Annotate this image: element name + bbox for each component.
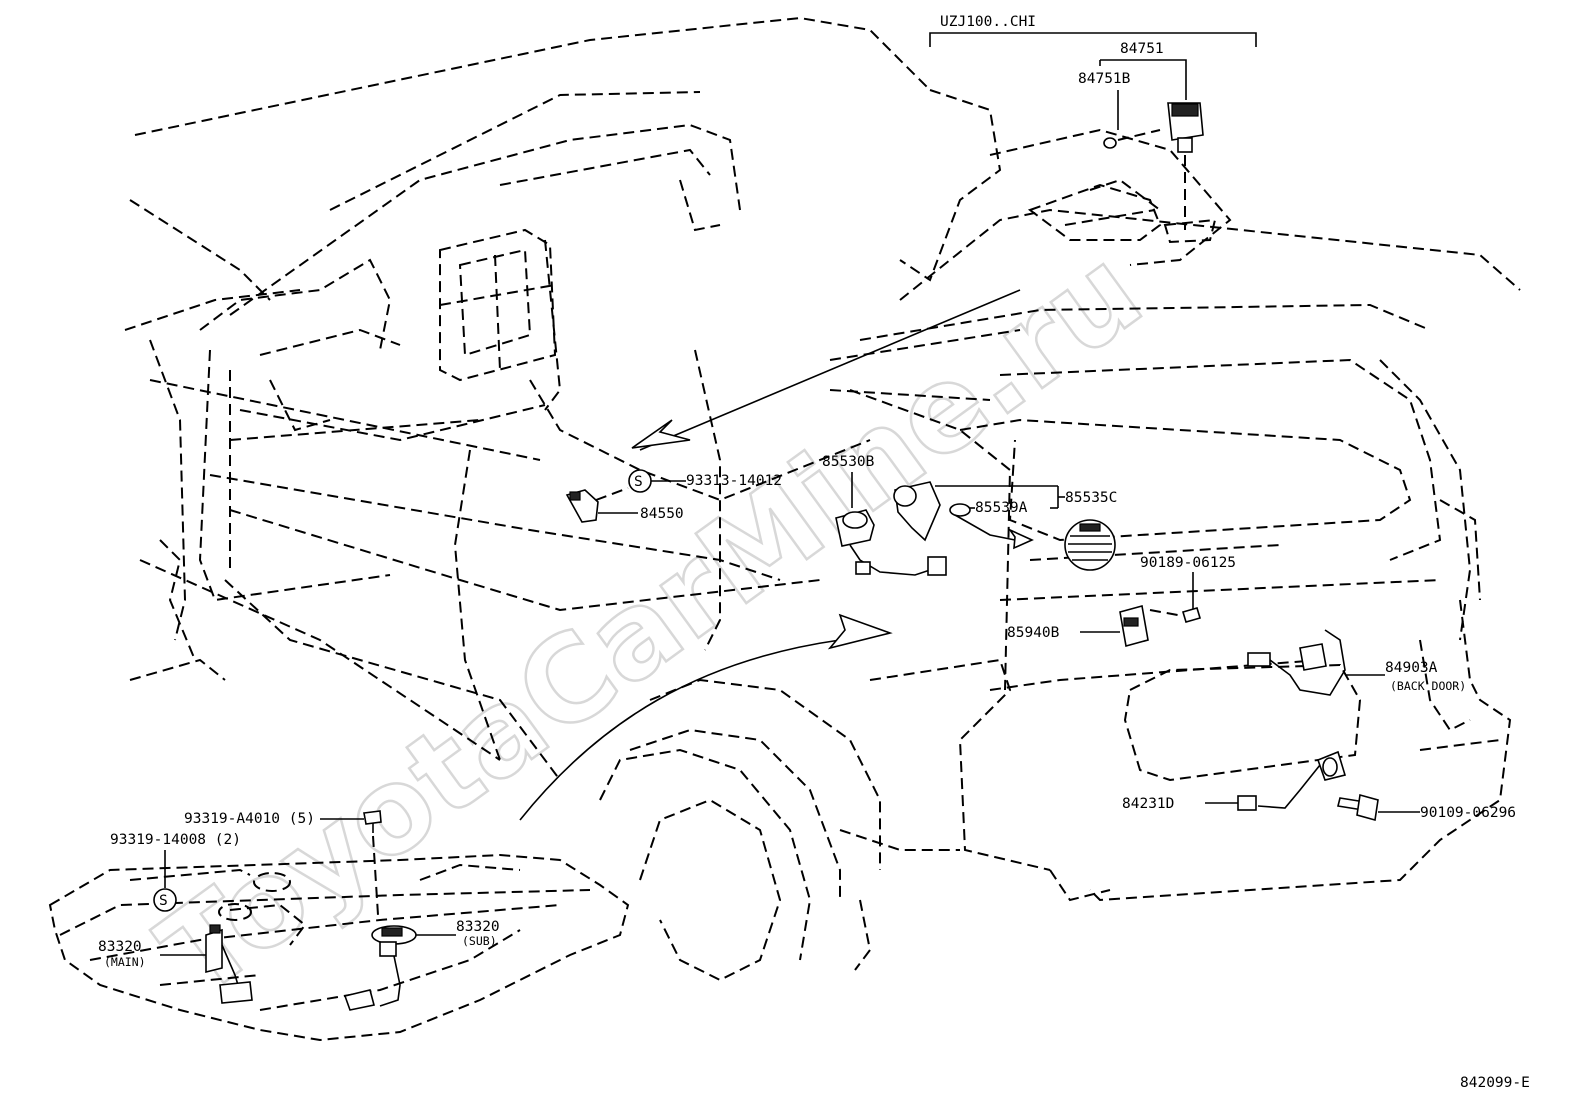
switch-84751-icon (1103, 102, 1204, 230)
arrow-heads (631, 419, 1034, 650)
s-marker-2: S (159, 893, 168, 909)
part-85530B: 85530B (822, 454, 875, 470)
part-93319-14008: 93319-14008 (2) (110, 832, 241, 848)
decal-icon (1064, 519, 1116, 571)
part-93313-14012: 93313-14012 (686, 473, 782, 489)
part-83320-sub: 83320 (456, 919, 500, 935)
part-84903A-note: (BACK DOOR) (1390, 679, 1466, 693)
part-93319-A4010: 93319-A4010 (5) (184, 811, 315, 827)
part-84231D-group: 84231D 90109-06296 (1122, 750, 1516, 822)
part-85940B: 85940B (1007, 625, 1060, 641)
s-marker: S (634, 474, 643, 490)
part-84751B: 84751B (1078, 71, 1131, 87)
part-84751: 84751 (1120, 41, 1164, 57)
vehicle-outline (124, 16, 1521, 982)
part-85940B-group: 90189-06125 85940B (1007, 555, 1236, 648)
variant-label: UZJ100..CHI (940, 14, 1036, 30)
part-85530B-group: 85530B (822, 454, 947, 576)
part-85535C: 85535C (1065, 490, 1117, 506)
variant-bracket: UZJ100..CHI 84751 84751B (929, 14, 1257, 130)
part-83320-sub-note: (SUB) (462, 934, 497, 948)
part-83320-sub-group: 83320 (SUB) (343, 919, 500, 1011)
part-83320-main-note: (MAIN) (104, 955, 146, 969)
part-84903A-group: 84903A (BACK DOOR) (1247, 629, 1466, 696)
arrow-head-icon (827, 613, 893, 650)
part-84550-group: S 93313-14012 84550 (565, 469, 782, 523)
figure-code: 842099-E (1460, 1075, 1530, 1091)
part-90189-06125: 90189-06125 (1140, 555, 1236, 571)
part-83320-main-group: 83320 (MAIN) (98, 924, 253, 1004)
arrow-head-icon (631, 419, 691, 449)
s-marker-icon (153, 888, 177, 912)
tank-fasteners: 93319-A4010 (5) 93319-14008 (2) S (110, 810, 382, 916)
part-84231D: 84231D (1122, 796, 1174, 812)
watermark-text: ToyotaCarMine.ru (135, 221, 1165, 1022)
part-85539A: 85539A (975, 500, 1028, 516)
part-84903A: 84903A (1385, 660, 1438, 676)
fuel-tank (48, 853, 630, 1042)
part-90109-06296: 90109-06296 (1420, 805, 1516, 821)
part-84550: 84550 (640, 506, 684, 522)
arrow-head-icon (1007, 528, 1034, 550)
part-85535C-group: 85539A 85535C (893, 481, 1117, 571)
watermark: ToyotaCarMine.ru (134, 220, 1167, 1024)
part-83320-main: 83320 (98, 939, 142, 955)
